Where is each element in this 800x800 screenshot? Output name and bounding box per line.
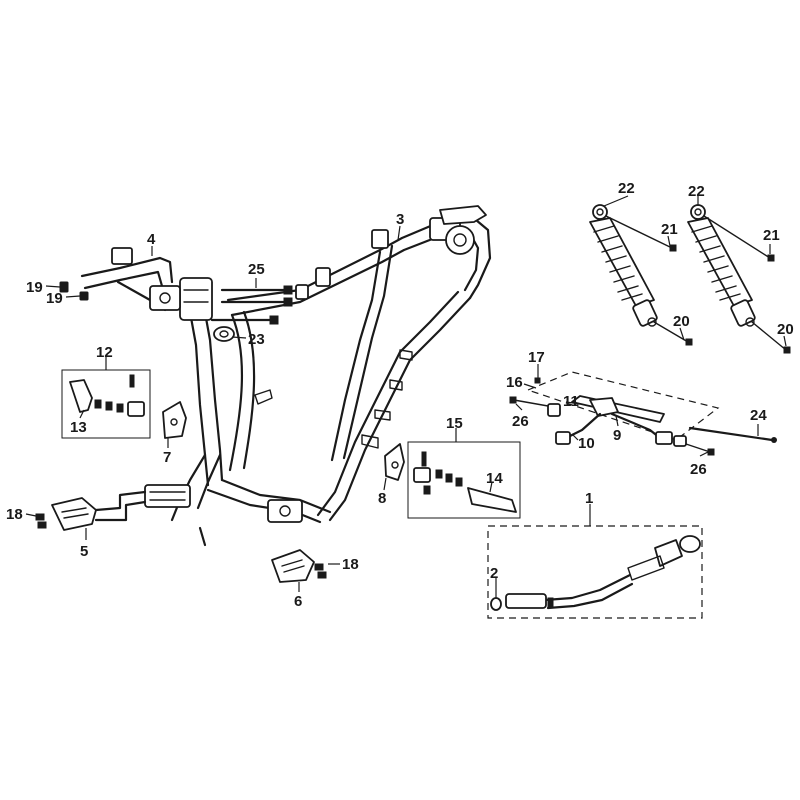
bolt-part-20b: [751, 321, 791, 354]
callout-8: 8: [378, 490, 386, 507]
callout-14: 14: [486, 470, 503, 487]
callout-numbers: 1 2 3 4 5 6 7 8 9 10 11 12 13 14 15 16 1…: [6, 180, 794, 610]
callout-12: 12: [96, 344, 113, 361]
bolt-part-26b: [685, 443, 715, 456]
callout-20a: 20: [673, 313, 690, 330]
callout-7: 7: [163, 449, 171, 466]
hose-group-part-1: [487, 525, 703, 619]
footrest-part-5: [35, 490, 147, 531]
callout-22b: 22: [688, 183, 705, 200]
callout-6: 6: [294, 593, 302, 610]
front-bracket-part-4: [80, 247, 181, 312]
callout-18b: 18: [342, 556, 359, 573]
shock-absorber-right: [687, 204, 756, 327]
callout-1: 1: [585, 490, 593, 507]
bolt-part-21a: [605, 215, 677, 252]
group-box-part-15: [407, 441, 521, 519]
nut-part-19b: [79, 291, 89, 301]
footrest-part-6: [271, 549, 327, 583]
callout-24: 24: [750, 407, 767, 424]
callout-15: 15: [446, 415, 463, 432]
main-stand-group: [526, 371, 720, 447]
callout-17: 17: [528, 349, 545, 366]
callout-19a: 19: [26, 279, 43, 296]
bolt-part-26a: [509, 396, 549, 407]
callout-26b: 26: [690, 461, 707, 478]
callout-23: 23: [248, 331, 265, 348]
callout-10: 10: [578, 435, 595, 452]
callout-11: 11: [563, 393, 579, 410]
callout-20b: 20: [777, 321, 794, 338]
callout-21b: 21: [763, 227, 780, 244]
shock-absorber-left: [589, 204, 658, 327]
callout-21a: 21: [661, 221, 678, 238]
plate-part-7: [162, 401, 187, 439]
collar-part-23: [213, 326, 235, 342]
callout-26a: 26: [512, 413, 529, 430]
callout-5: 5: [80, 543, 88, 560]
leader-lines: [25, 195, 787, 598]
callout-9: 9: [613, 427, 621, 444]
main-frame: [144, 205, 492, 547]
callout-13: 13: [70, 419, 87, 436]
long-bolt-part-24: [688, 426, 777, 443]
callout-4: 4: [147, 231, 156, 248]
callout-3: 3: [396, 211, 404, 228]
callout-19b: 19: [46, 290, 63, 307]
callout-25: 25: [248, 261, 265, 278]
long-bolts-part-25: [210, 285, 293, 325]
bolt-part-20a: [653, 321, 693, 346]
callout-2: 2: [490, 565, 498, 582]
callout-16: 16: [506, 374, 523, 391]
bolt-part-21b: [703, 215, 775, 262]
callout-22a: 22: [618, 180, 635, 197]
plate-part-8: [384, 443, 405, 481]
callout-18a: 18: [6, 506, 23, 523]
